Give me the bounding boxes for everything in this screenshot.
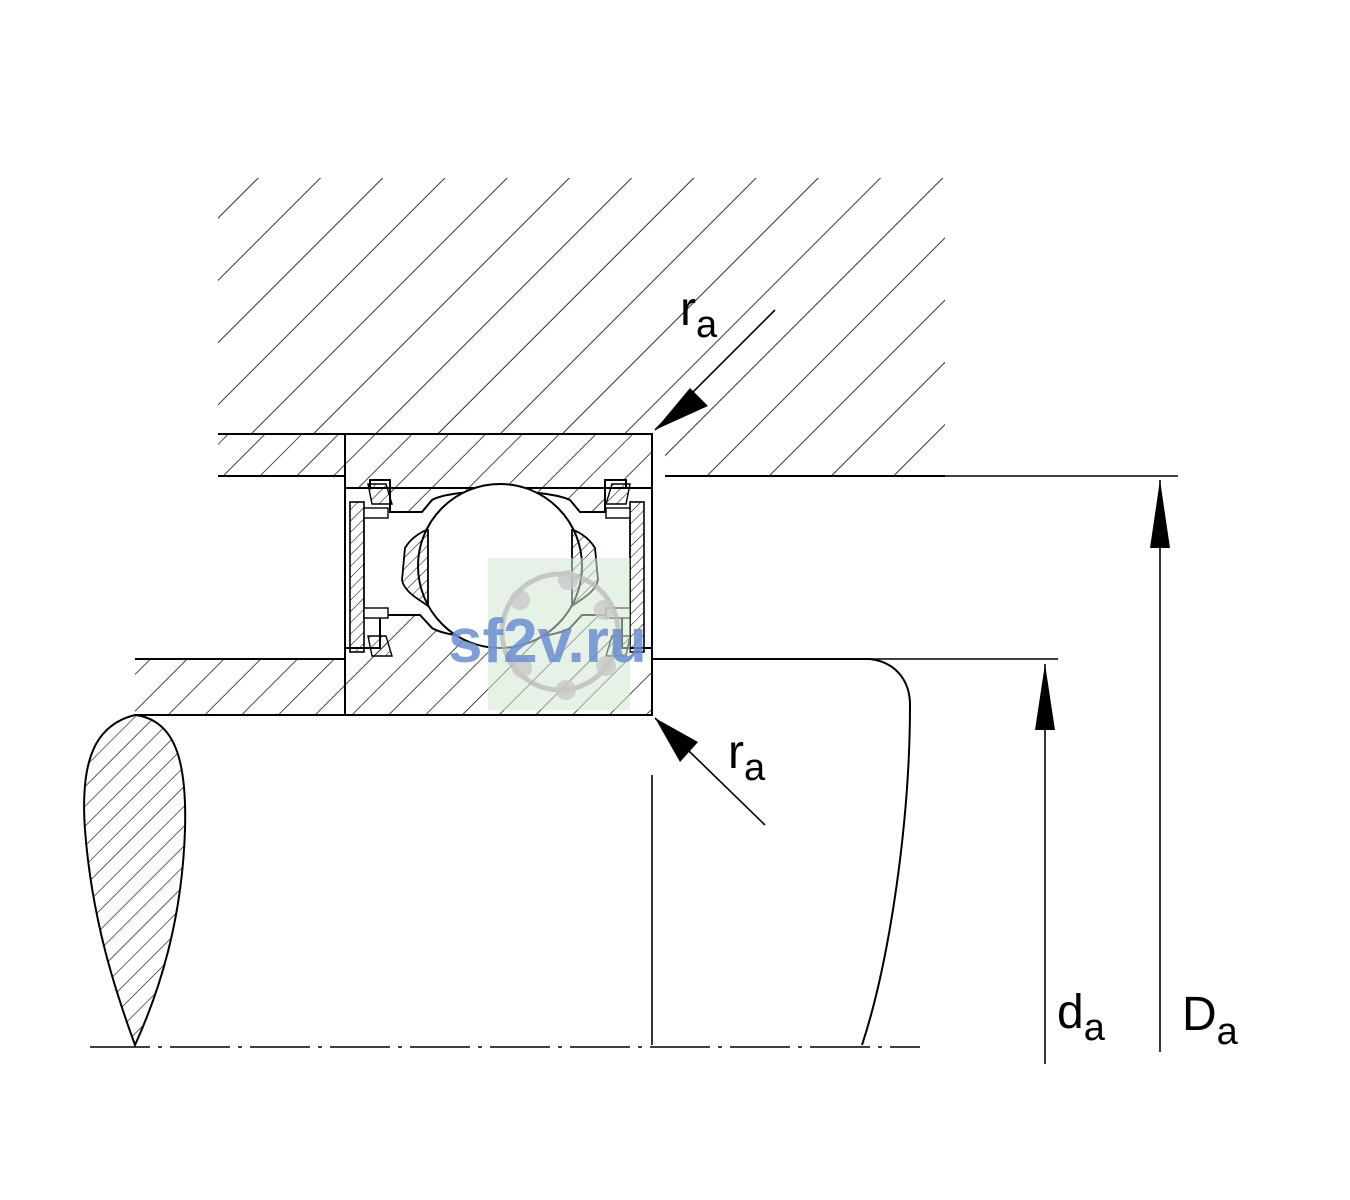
dimension-Da [1150, 480, 1170, 1052]
label-ra-top: ra [680, 283, 718, 346]
shaft-spacer [135, 658, 345, 716]
housing [218, 178, 945, 477]
watermark-text: sf2v.ru [448, 607, 647, 676]
label-Da: Da [1182, 988, 1239, 1053]
fillet-radius-pointer-bottom [654, 717, 766, 826]
shaft-break-section [83, 713, 187, 1048]
housing-spacer [218, 433, 345, 477]
fillet-radius-pointer-top [654, 309, 776, 431]
watermark: sf2v.ru [448, 558, 647, 710]
left-seal [349, 483, 393, 657]
dimension-da [1035, 664, 1055, 1064]
label-ra-bottom: ra [728, 726, 766, 789]
label-da: da [1057, 986, 1106, 1049]
shaft-outline [135, 658, 912, 1046]
